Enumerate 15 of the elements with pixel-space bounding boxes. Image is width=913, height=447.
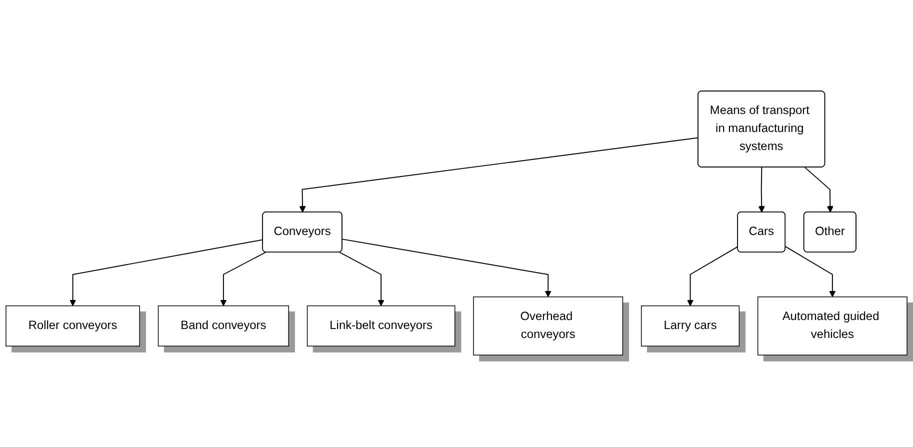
arrow (342, 239, 552, 298)
arrow (804, 167, 834, 213)
arrow (339, 252, 384, 307)
arrow (686, 246, 738, 307)
node-box: Band conveyors (158, 306, 289, 347)
node-box: Automated guided vehicles (757, 296, 908, 356)
node-box: Roller conveyors (6, 306, 140, 347)
node-box: Link-belt conveyors (306, 306, 456, 347)
arrow (70, 240, 264, 307)
arrow (758, 167, 765, 213)
node-box: Overhead conveyors (473, 296, 624, 356)
arrow (785, 246, 836, 298)
arrow (299, 138, 699, 213)
node-box: Larry cars (640, 306, 740, 347)
arrow (220, 252, 266, 307)
